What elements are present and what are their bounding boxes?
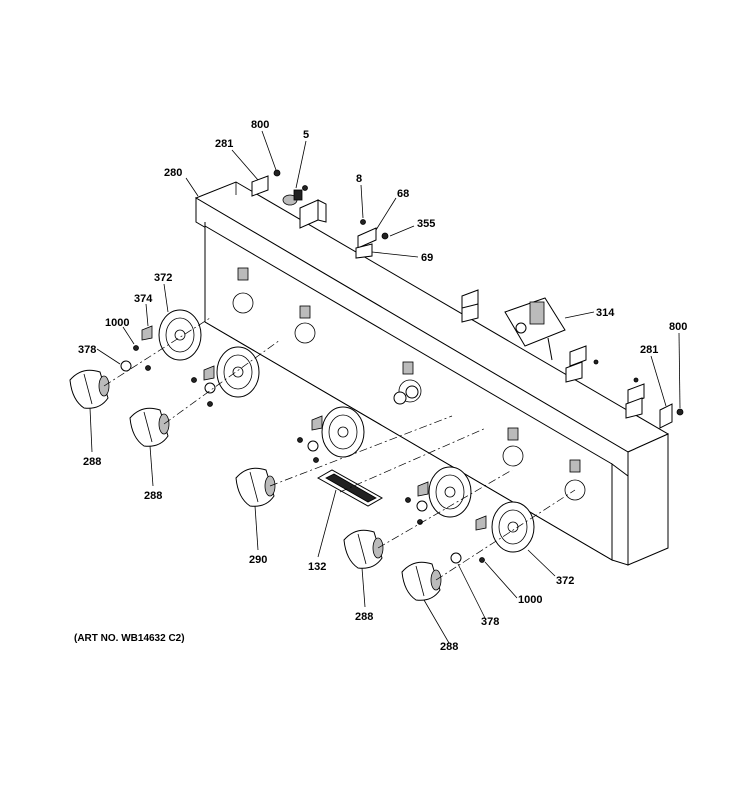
knob-288-a [69,369,110,409]
callout-800-right: 800 [669,321,687,333]
callout-1000-left: 1000 [105,317,129,329]
control-panel-housing [194,181,670,566]
callout-372-left: 372 [154,272,172,284]
callout-314: 314 [596,307,615,319]
panel-cutouts [232,267,586,501]
callout-281-right: 281 [640,344,658,356]
top-hardware [251,169,684,429]
alignment-lines [103,317,576,581]
callout-288-c: 288 [355,611,373,623]
callout-280: 280 [164,167,182,179]
callout-374: 374 [134,293,153,305]
callout-288-d: 288 [440,641,458,653]
knob-288-d [401,561,442,601]
callout-288-a: 288 [83,456,101,468]
callout-800-top: 800 [251,119,269,131]
knob-288-b [129,407,170,447]
callout-288-b: 288 [144,490,162,502]
knob-288-c [343,529,384,569]
callout-69: 69 [421,252,433,264]
callout-132: 132 [308,561,326,573]
leader-lines [89,130,681,644]
callout-378-right: 378 [481,616,499,628]
nameplate-132 [316,469,384,507]
callout-labels: 800 281 5 280 8 68 355 69 372 374 1000 3… [78,119,687,653]
callout-372-right: 372 [556,575,574,587]
callout-281-top: 281 [215,138,233,150]
callout-68: 68 [397,188,409,200]
callout-8: 8 [356,173,362,185]
callout-5: 5 [303,129,309,141]
callout-290: 290 [249,554,267,566]
callout-355: 355 [417,218,435,230]
knob-290 [235,467,276,507]
small-hardware [120,325,487,564]
callout-1000-right: 1000 [518,594,542,606]
callout-378-left: 378 [78,344,96,356]
control-bezels [158,309,535,553]
art-number: (ART NO. WB14632 C2) [74,633,185,644]
